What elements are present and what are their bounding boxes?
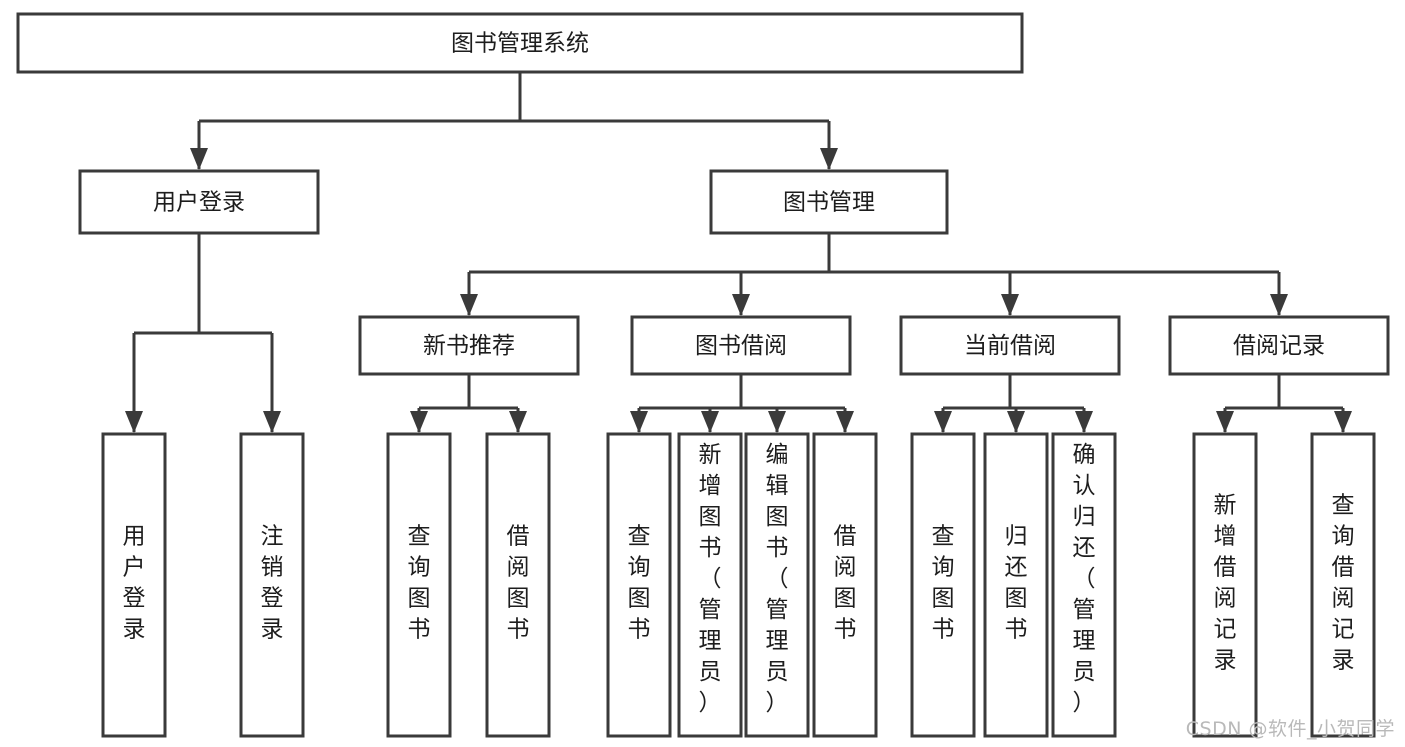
node-label: 图书管理系统 [451,31,589,57]
node-box [1310,432,1376,738]
node-box [983,432,1049,738]
node-box [78,169,320,235]
node-label: 查询图书 [408,524,431,643]
arrow-head-icon [630,411,648,433]
arrow-head-icon [1007,411,1025,433]
arrow-head-icon [1075,411,1093,433]
arrow-head-icon [125,411,143,433]
arrow-head-icon [836,411,854,433]
node-box [709,169,949,235]
node-leaf-borrow-book-rec[interactable]: 借阅图书 [485,432,551,738]
node-label: 注销登录 [261,524,284,643]
arrow-head-icon [1270,294,1288,316]
arrow-head-icon [1216,411,1234,433]
node-label: 新增图书（管理员） [699,442,722,716]
node-leaf-query-book-rec[interactable]: 查询图书 [386,432,452,738]
node-leaf-confirm-return[interactable]: 确认归还（管理员） [1051,432,1117,738]
node-box [899,315,1121,376]
node-leaf-query-book-borrow[interactable]: 查询图书 [606,432,672,738]
node-book-borrow[interactable]: 图书借阅 [630,315,852,376]
node-box [910,432,976,738]
node-box [744,432,810,738]
arrow-head-icon [410,411,428,433]
node-book-manage[interactable]: 图书管理 [709,169,949,235]
node-box [16,12,1024,74]
node-label: 借阅图书 [834,524,857,643]
node-label: 查询图书 [628,524,651,643]
arrow-head-icon [1334,411,1352,433]
node-current-borrow[interactable]: 当前借阅 [899,315,1121,376]
node-box [1192,432,1258,738]
arrow-head-icon [732,294,750,316]
arrow-head-icon [460,294,478,316]
node-leaf-query-book-cur[interactable]: 查询图书 [910,432,976,738]
node-box [812,432,878,738]
watermark-label: CSDN @软件_小贺同学 [1185,718,1395,740]
node-leaf-edit-book[interactable]: 编辑图书（管理员） [744,432,810,738]
node-label: 用户登录 [123,524,146,643]
node-label: 用户登录 [153,190,245,216]
node-label: 借阅图书 [507,524,530,643]
node-label: 图书管理 [783,190,875,216]
node-new-book-recommend[interactable]: 新书推荐 [358,315,580,376]
node-leaf-user-login[interactable]: 用户登录 [101,432,167,738]
arrow-head-icon [768,411,786,433]
node-label: 图书借阅 [695,333,787,359]
node-label: 查询图书 [932,524,955,643]
node-label: 确认归还（管理员） [1073,442,1096,716]
node-box [606,432,672,738]
node-label: 借阅记录 [1233,333,1325,359]
node-label: 归还图书 [1005,524,1028,643]
node-box [101,432,167,738]
arrow-head-icon [934,411,952,433]
node-user-login[interactable]: 用户登录 [78,169,320,235]
node-box [1168,315,1390,376]
arrow-head-icon [1001,294,1019,316]
arrow-head-icon [820,148,838,170]
node-borrow-record[interactable]: 借阅记录 [1168,315,1390,376]
node-leaf-add-book[interactable]: 新增图书（管理员） [677,432,743,738]
arrow-head-icon [263,411,281,433]
arrow-head-icon [190,148,208,170]
node-box [677,432,743,738]
node-leaf-query-record[interactable]: 查询借阅记录 [1310,432,1376,738]
node-box [1051,432,1117,738]
node-leaf-logout[interactable]: 注销登录 [239,432,305,738]
node-box [386,432,452,738]
node-leaf-add-record[interactable]: 新增借阅记录 [1192,432,1258,738]
node-label: 新增借阅记录 [1214,493,1237,674]
node-leaf-return-book[interactable]: 归还图书 [983,432,1049,738]
arrow-head-icon [701,411,719,433]
node-box [630,315,852,376]
node-label: 新书推荐 [423,333,515,359]
node-label: 查询借阅记录 [1332,493,1355,674]
node-box [239,432,305,738]
node-box [358,315,580,376]
node-leaf-borrow-book[interactable]: 借阅图书 [812,432,878,738]
node-label: 当前借阅 [964,333,1056,359]
node-label: 编辑图书（管理员） [766,442,789,716]
node-box [485,432,551,738]
node-root-root[interactable]: 图书管理系统 [16,12,1024,74]
arrow-head-icon [509,411,527,433]
